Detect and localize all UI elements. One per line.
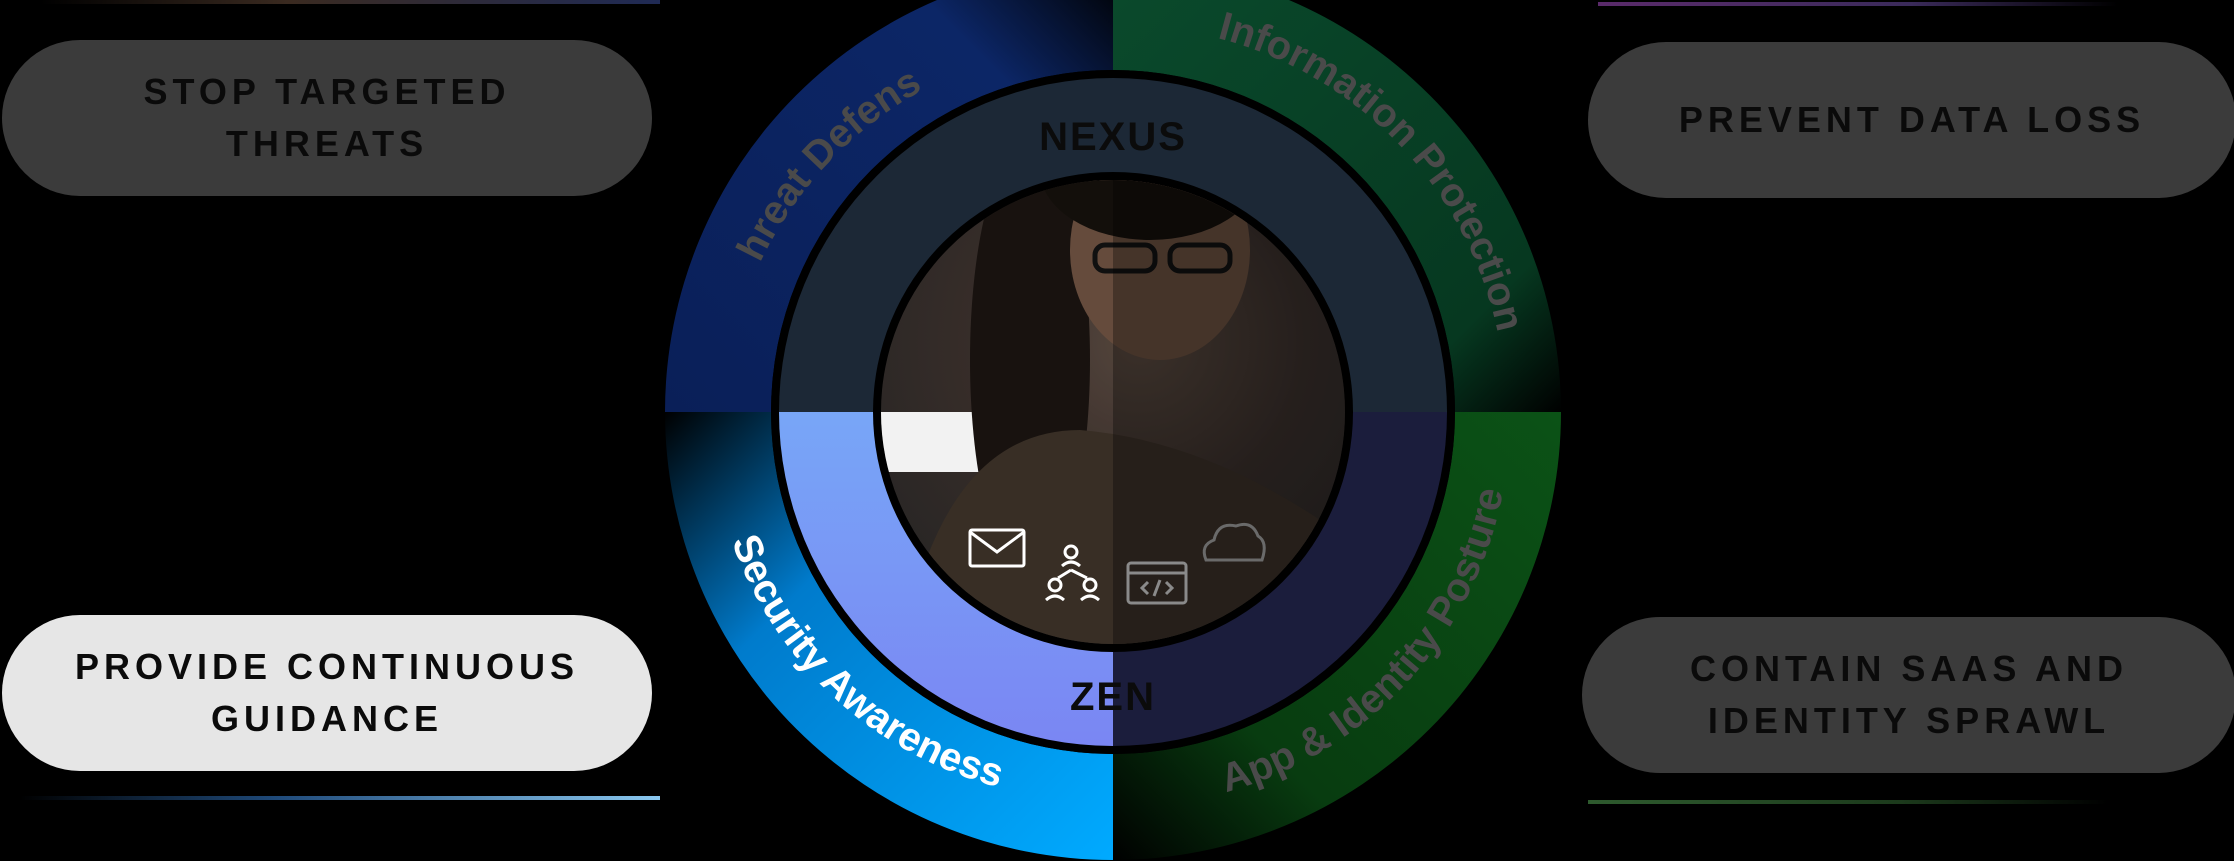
threat-defense-segment[interactable] <box>665 0 1113 412</box>
accent-line-top-left <box>40 0 660 4</box>
security-awareness-segment[interactable] <box>665 412 1113 860</box>
contain-saas-identity-sprawl-pill[interactable]: CONTAIN SAAS AND IDENTITY SPRAWL <box>1582 617 2234 773</box>
accent-line-top-right <box>1598 2 2118 6</box>
envelope-icon <box>968 528 1026 568</box>
accent-line-bottom-right <box>1588 800 2108 804</box>
app-identity-posture-segment[interactable] <box>1113 412 1561 860</box>
nexus-label: NEXUS <box>1039 115 1187 159</box>
person-photo <box>881 180 1345 644</box>
provide-continuous-guidance-pill[interactable]: PROVIDE CONTINUOUS GUIDANCE <box>2 615 652 771</box>
prevent-data-loss-pill[interactable]: PREVENT DATA LOSS <box>1588 42 2234 198</box>
cloud-icon <box>1202 522 1266 562</box>
code-window-icon <box>1126 561 1188 605</box>
stop-targeted-threats-pill[interactable]: STOP TARGETED THREATS <box>2 40 652 196</box>
zen-label: ZEN <box>1070 675 1156 719</box>
accent-line-bottom-left <box>20 796 660 800</box>
information-protection-segment[interactable] <box>1113 0 1561 412</box>
user-network-icon <box>1045 544 1100 602</box>
